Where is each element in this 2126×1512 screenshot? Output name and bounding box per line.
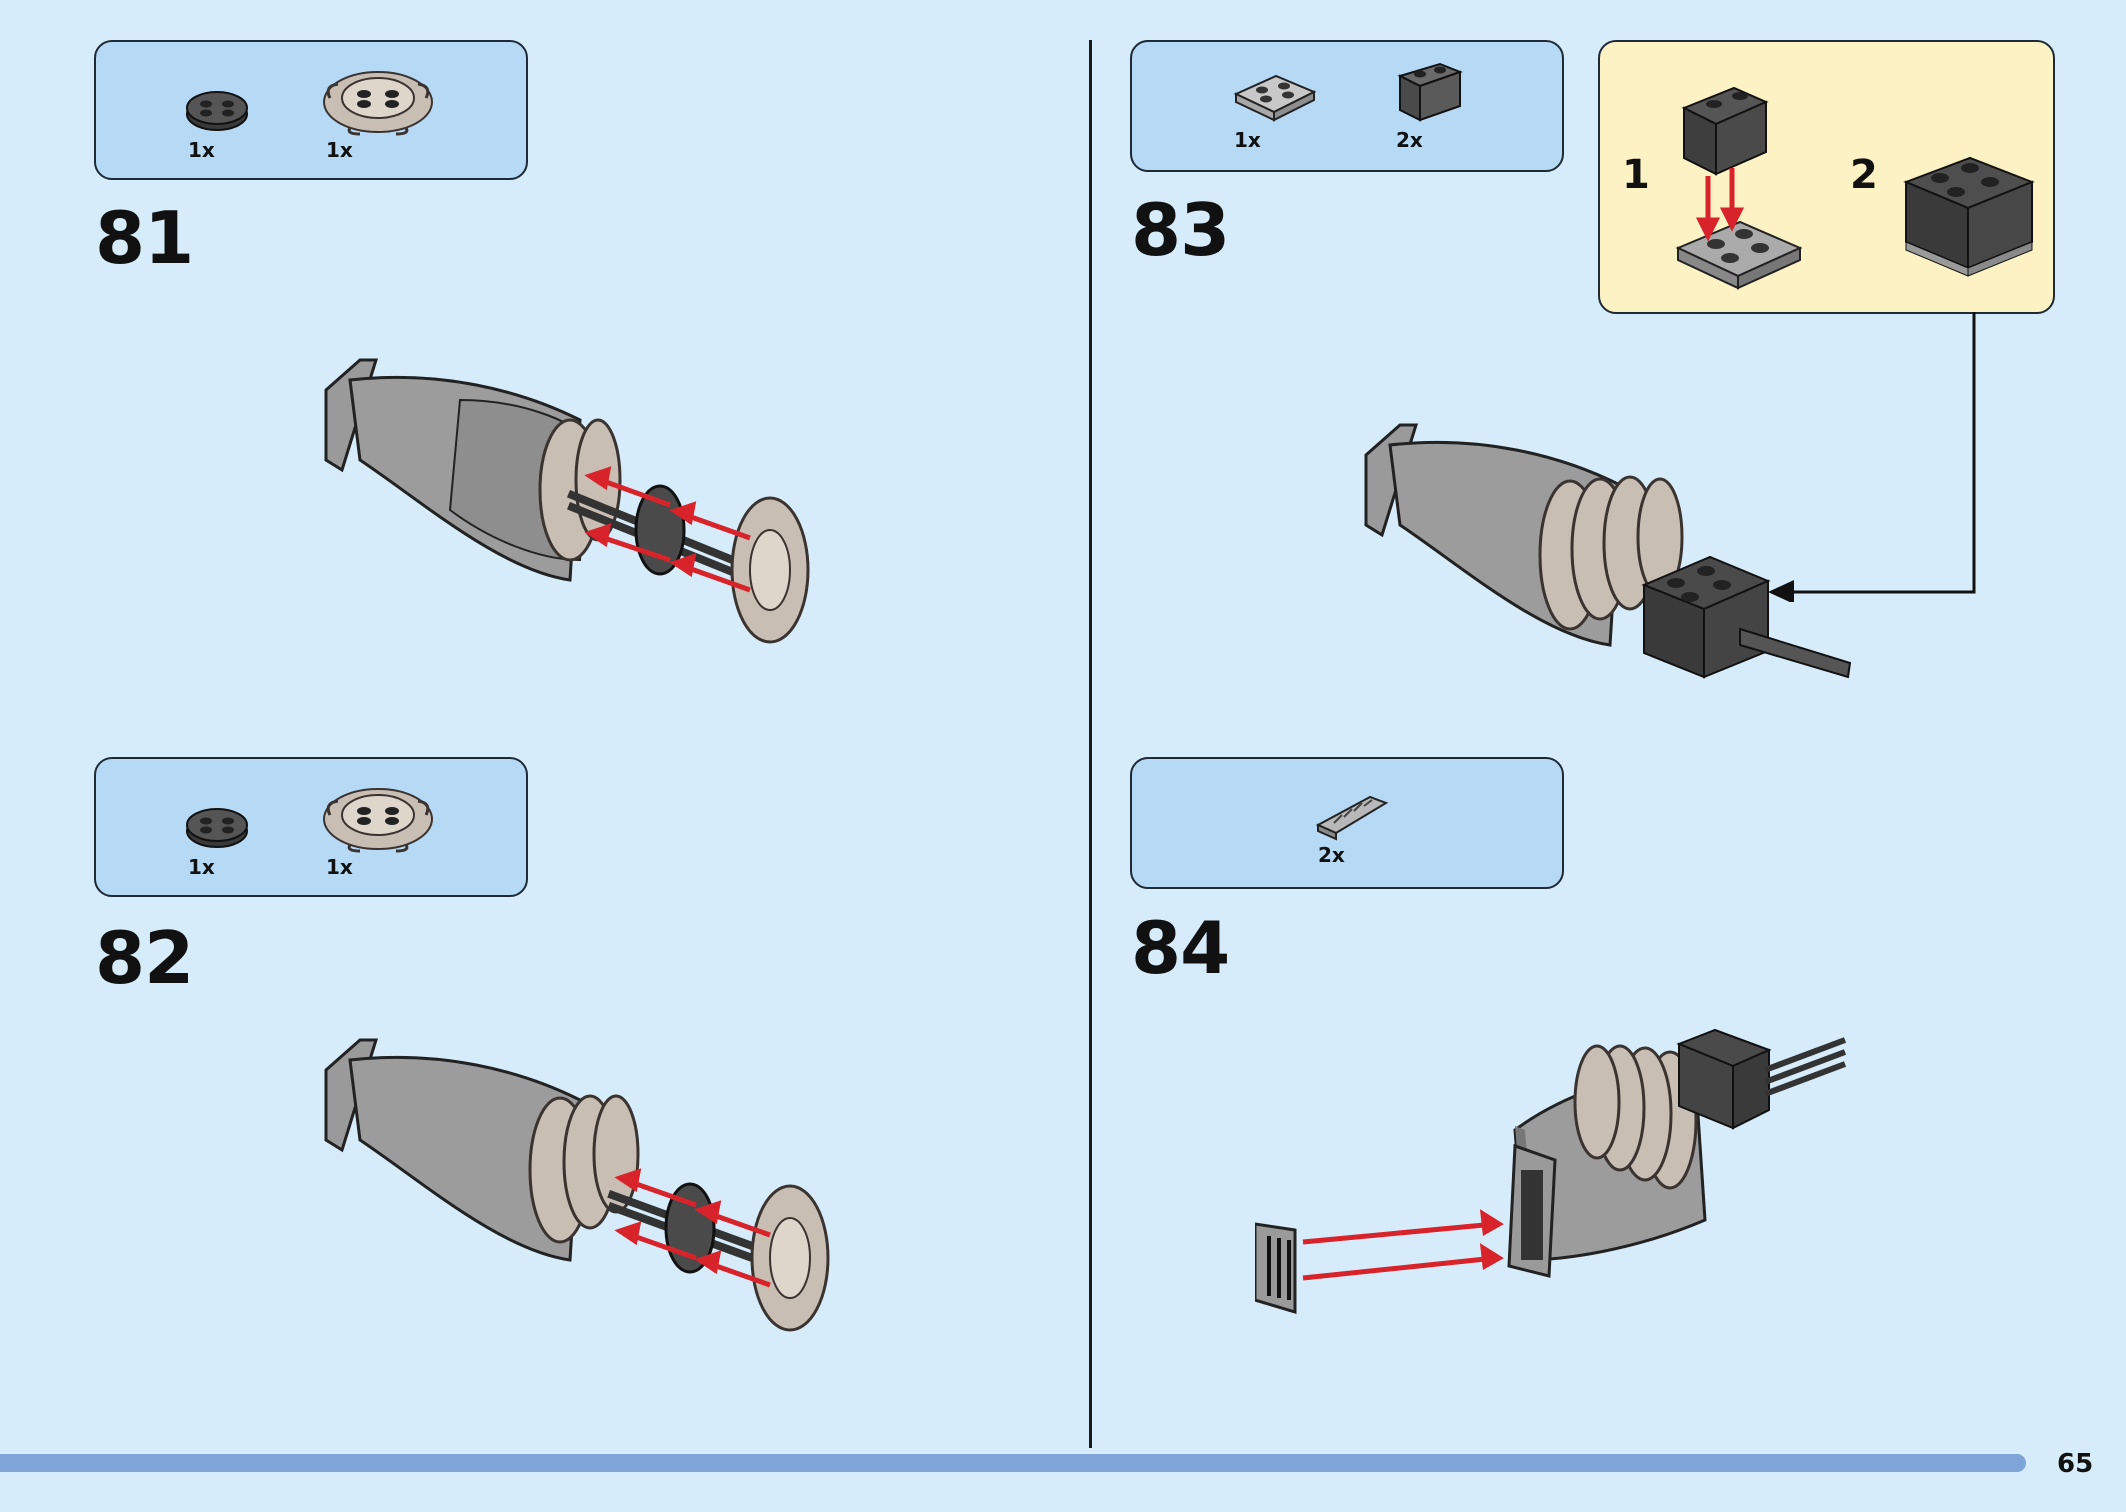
parts-box-step-81: 1x 1x [94,40,528,180]
substep-number: 2 [1850,152,1878,198]
slope-grille-icon [1315,795,1389,841]
step-84-assembly-illustration [1255,1028,1847,1315]
substep-number: 1 [1622,152,1650,198]
part-quantity: 1x [326,138,353,162]
brick-1x2-icon [1397,62,1463,122]
step-number: 84 [1131,906,1230,990]
step-81-assembly-illustration [324,358,810,644]
parts-box-step-84: 2x [1130,757,1564,889]
sub-assembly-callout: 1 2 [1598,40,2055,314]
wheel-hub-icon [323,788,433,853]
round-plate-icon [186,808,248,848]
page-number: 65 [2057,1449,2094,1479]
parts-box-step-83: 1x 2x [1130,40,1564,172]
footer-progress-bar [0,1454,2026,1472]
step-number: 82 [95,916,194,1000]
round-plate-icon [186,91,248,131]
part-quantity: 1x [188,138,215,162]
part-quantity: 1x [1234,128,1261,152]
wheel-hub-icon [323,71,433,136]
step-83-assembly-illustration [1364,423,1852,679]
part-quantity: 1x [326,855,353,879]
part-quantity: 2x [1396,128,1423,152]
part-quantity: 1x [188,855,215,879]
step-number: 83 [1131,188,1230,272]
plate-2x2-icon [1233,74,1317,122]
step-82-assembly-illustration [324,1038,830,1332]
callout-connector-arrow [1768,312,1976,602]
substep-1-illustration [1675,86,1803,290]
substep-2-illustration [1903,156,2035,277]
step-number: 81 [95,196,194,280]
parts-box-step-82: 1x 1x [94,757,528,897]
page-divider [1089,40,1092,1448]
part-quantity: 2x [1318,843,1345,867]
